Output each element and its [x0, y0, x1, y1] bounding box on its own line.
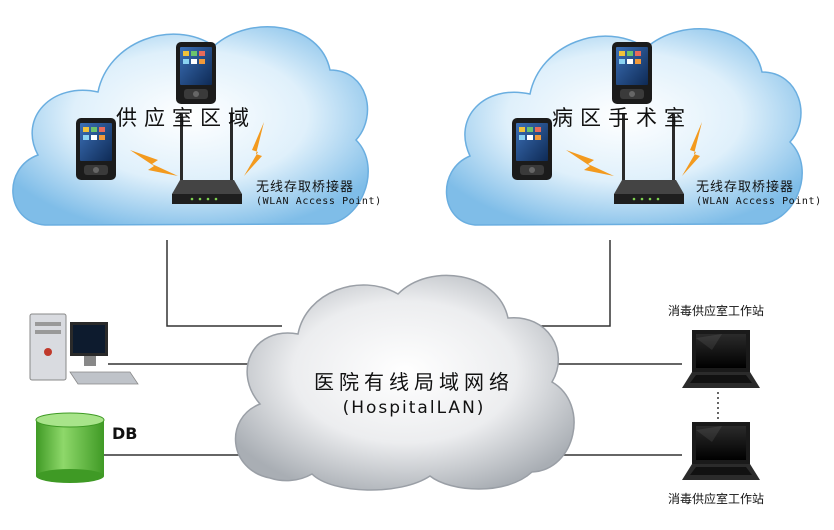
zone1-uplink [166, 240, 282, 327]
workstation-label-top: 消毒供应室工作站 [668, 304, 765, 318]
pda-device-icon [76, 118, 116, 180]
desktop-computer-icon [29, 313, 139, 385]
lan-title: 医院有线局域网络 [314, 370, 514, 394]
wireless-signal-icon [682, 122, 702, 176]
zone-title-supply: 供应室区域 [116, 106, 256, 130]
lan-cloud [234, 274, 575, 491]
wireless-signal-icon [566, 150, 614, 176]
access-point-subtitle: (WLAN Access Point) [256, 196, 382, 207]
connection-lines [104, 240, 719, 456]
zone-title-ward: 病区手术室 [552, 106, 692, 130]
lan-subtitle: (HospitalLAN) [342, 398, 486, 418]
database-icon [35, 412, 105, 483]
zone2-uplink [532, 240, 611, 327]
pda-device-icon [176, 42, 216, 104]
access-point-subtitle: (WLAN Access Point) [696, 196, 822, 207]
access-point-name: 无线存取桥接器 [256, 180, 355, 195]
database-label: DB [112, 424, 138, 443]
wireless-signal-icon [244, 122, 264, 176]
pda-device-icon [512, 118, 552, 180]
access-point-name: 无线存取桥接器 [696, 180, 795, 195]
laptop-workstation-icon [682, 330, 760, 388]
wireless-signal-icon [130, 150, 178, 176]
workstation-label-bottom: 消毒供应室工作站 [668, 492, 765, 506]
pda-device-icon [612, 42, 652, 104]
laptop-workstation-icon [682, 422, 760, 480]
